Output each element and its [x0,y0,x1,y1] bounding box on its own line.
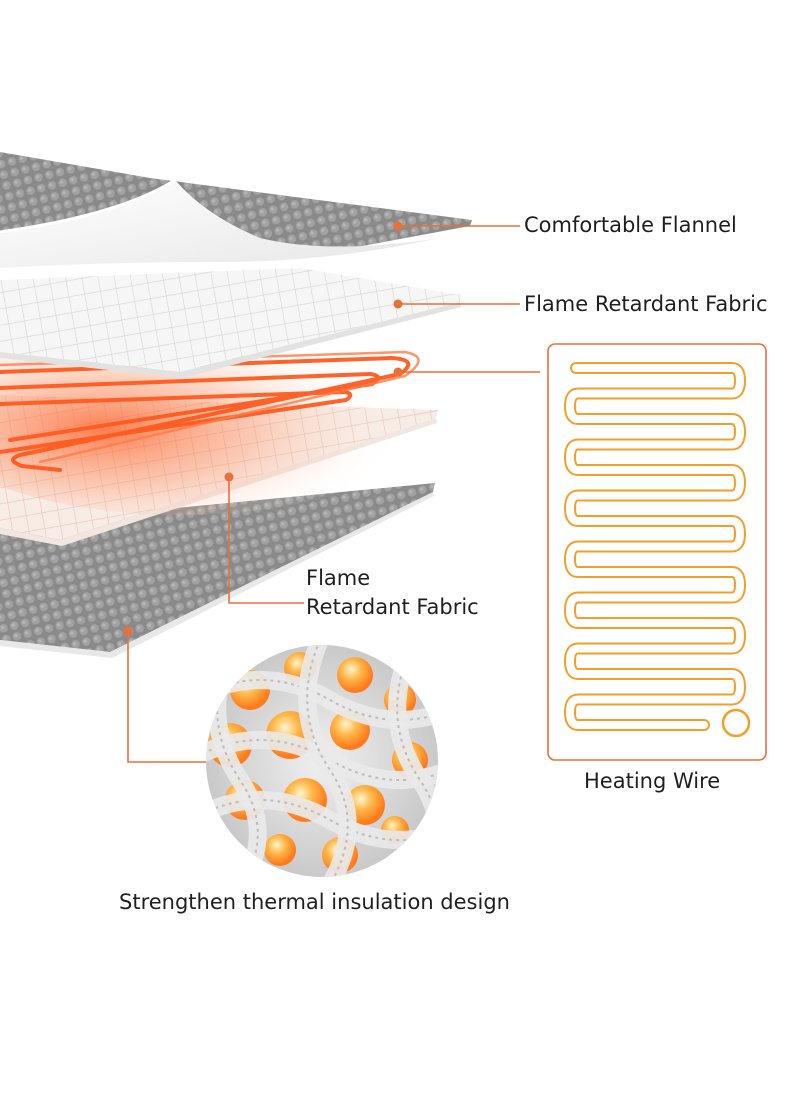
leader-lines [127,225,540,763]
fiber-strand-texture [206,679,438,721]
insulation-disc [206,645,438,877]
label-flame-line1: Flame [306,566,371,590]
label-heating-wire: Heating Wire [584,769,721,793]
label-thermal-insulation: Strengthen thermal insulation design [119,890,510,914]
wire-inner [566,364,744,729]
heating-wire-pattern [564,362,751,738]
leader-dots [123,221,403,636]
wire-terminal [721,708,751,738]
label-comfortable-flannel: Comfortable Flannel [524,213,737,237]
label-flame-retardant-fabric-mid: Flame Retardant Fabric [306,564,479,622]
label-flame-retardant-fabric-top: Flame Retardant Fabric [524,292,768,316]
upper-fabric-layer [0,268,462,372]
top-flannel-flap [0,180,440,268]
warm-bubble [264,834,296,866]
fiber-strand [298,645,357,877]
label-flame-line2: Retardant Fabric [306,595,479,619]
warm-bubble [337,657,373,693]
upper-fabric-edge [0,302,461,378]
